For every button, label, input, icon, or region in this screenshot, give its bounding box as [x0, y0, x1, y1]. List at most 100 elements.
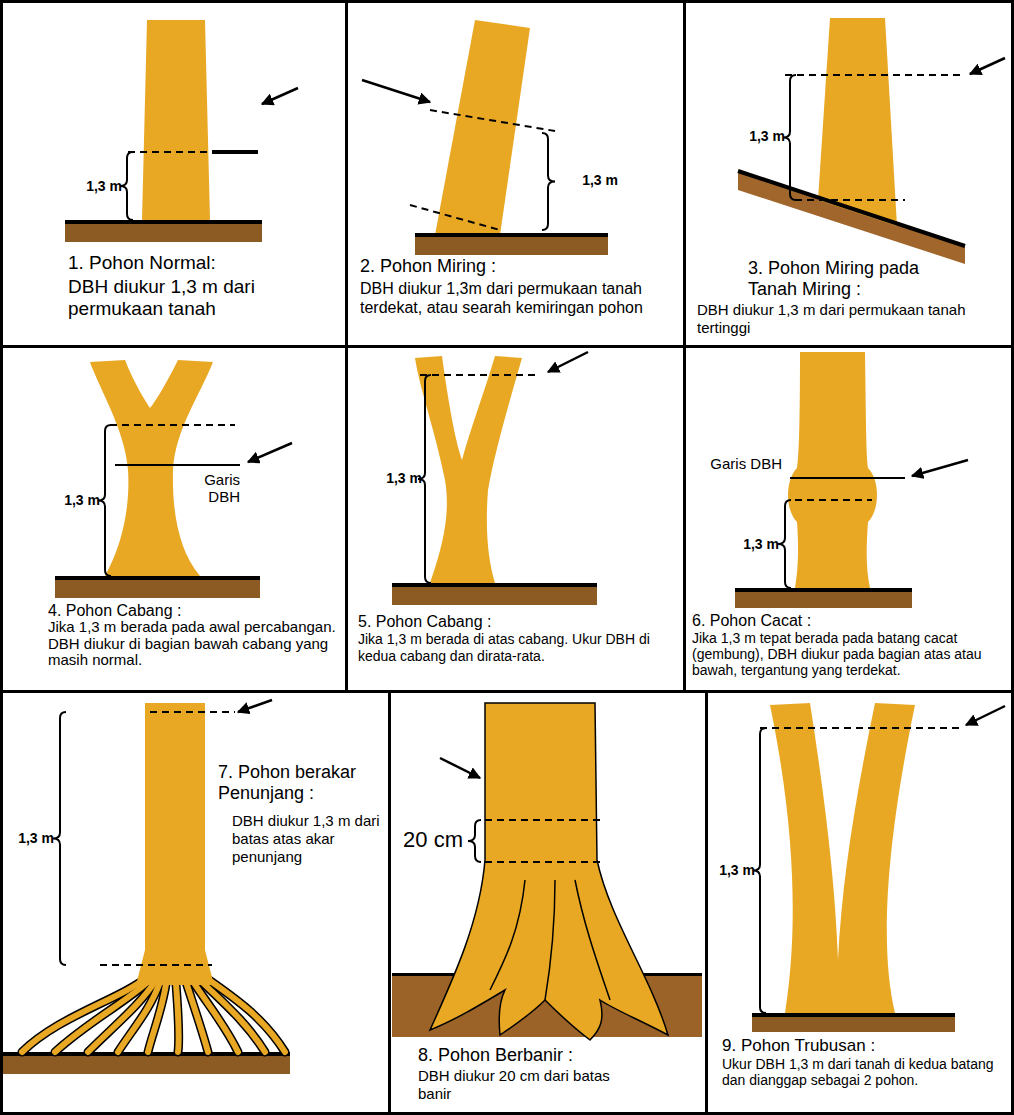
- panel-8-art: [392, 703, 702, 1040]
- dbh-line: [785, 74, 965, 76]
- dbh-line: [485, 819, 600, 821]
- root-top-line: [100, 964, 212, 966]
- ground: [752, 1017, 955, 1032]
- tree-trunk: [435, 20, 530, 235]
- ground-line: [752, 1013, 955, 1017]
- panel-heading: 9. Pohon Trubusan :: [722, 1036, 1007, 1055]
- panel-6-art: [735, 352, 912, 608]
- panel-caption: DBH diukur 1,3 m dari permukaan tanah: [68, 276, 308, 320]
- line-label: Garis DBH: [692, 455, 782, 472]
- line-label: 20 cm: [393, 828, 463, 852]
- dimension-brace: [53, 712, 66, 965]
- pointer-arrow: [440, 758, 480, 778]
- panel-box: 9. Pohon Trubusan :Ukur DBH 1,3 m dari t…: [705, 690, 1014, 1115]
- panel-box: 3. Pohon Miring pada Tanah Miring :DBH d…: [683, 0, 1014, 348]
- panel-heading: 8. Pohon Berbanir :: [418, 1045, 698, 1066]
- pointer-arrow: [362, 80, 430, 102]
- panel-box: 4. Pohon Cabang :Jika 1,3 m berada pada …: [0, 345, 348, 693]
- fork-line: [110, 424, 235, 426]
- ground-line: [65, 220, 262, 224]
- buttress-folds: [490, 880, 610, 1000]
- dimension-label: 1,3 m: [70, 178, 122, 194]
- panel-heading: 5. Pohon Cabang :: [358, 612, 678, 631]
- pointer-marks: [53, 58, 1005, 1013]
- panel-caption: Jika 1,3 m berada pada awal percabangan.…: [48, 619, 338, 669]
- buttress-tree: [430, 703, 668, 1040]
- panel-heading: 6. Pohon Cacat :: [692, 612, 1007, 630]
- coppice-tree: [770, 703, 915, 1013]
- stilt-roots: [22, 975, 285, 1052]
- ground: [55, 580, 260, 598]
- dbh-line: [790, 477, 905, 479]
- buttress-top-line: [485, 861, 600, 863]
- panel-caption: DBH diukur 1,3 m dari permukaan tanah te…: [697, 301, 1007, 337]
- dimension-brace: [778, 500, 791, 588]
- panel-4-art: [55, 360, 260, 598]
- pointer-arrow: [548, 352, 588, 372]
- panel-7-art: [0, 703, 290, 1074]
- pointer-arrow: [262, 88, 298, 104]
- ground-line: [55, 576, 260, 580]
- panel-2-art: [410, 20, 608, 255]
- ground: [415, 237, 608, 255]
- panel-box: 7. Pohon berakar Penunjang :DBH diukur 1…: [0, 690, 391, 1115]
- dimension-label: 1,3 m: [733, 128, 785, 144]
- panel-9-art: [752, 703, 960, 1032]
- dbh-line: [760, 727, 960, 729]
- tree-trunk: [818, 18, 897, 226]
- panel-heading: 1. Pohon Normal:: [68, 252, 338, 274]
- panel-caption: Jika 1,3 m tepat berada pada batang caca…: [692, 630, 1010, 678]
- panel-caption: Ukur DBH 1,3 m dari tanah di kedua batan…: [722, 1056, 1007, 1088]
- dimension-brace: [542, 133, 555, 230]
- dbh-line: [150, 711, 235, 713]
- height-line: [795, 499, 872, 501]
- panel-caption: Jika 1,3 m berada di atas cabang. Ukur D…: [358, 631, 678, 665]
- panel-heading: 4. Pohon Cabang :: [48, 602, 338, 619]
- pointer-arrow: [248, 443, 292, 462]
- base-line: [410, 205, 500, 230]
- line-label: Garis DBH: [190, 471, 240, 505]
- dimension-label: 1,3 m: [44, 492, 100, 508]
- ground-line: [735, 588, 912, 592]
- dimension-brace: [468, 820, 481, 862]
- ground-line: [415, 233, 608, 237]
- pointer-arrow: [966, 706, 1005, 725]
- panel-caption: DBH diukur 1,3m dari permukaan tanah ter…: [360, 279, 678, 317]
- tree-trunk: [142, 20, 210, 220]
- panel-box: 8. Pohon Berbanir :DBH diukur 20 cm dari…: [388, 690, 708, 1115]
- dbh-line: [212, 150, 258, 154]
- panel-box: 6. Pohon Cacat :Jika 1,3 m tepat berada …: [683, 345, 1014, 693]
- panel-caption: DBH diukur 20 cm dari batas banir: [418, 1067, 618, 1103]
- panel-heading: 2. Pohon Miring :: [360, 256, 670, 277]
- panel-5-art: [392, 356, 597, 605]
- panel-box: 1. Pohon Normal:DBH diukur 1,3 m dari pe…: [0, 0, 348, 348]
- dbh-line: [430, 110, 555, 131]
- pointer-arrow: [238, 700, 272, 712]
- dimension-label: 1,3 m: [705, 862, 755, 878]
- panel-1-art: [65, 20, 262, 242]
- dimension-label: 1,3 m: [372, 470, 422, 486]
- dbh-line: [420, 374, 540, 376]
- panel-heading: 7. Pohon berakar Penunjang :: [218, 762, 383, 804]
- pointer-arrow: [912, 460, 968, 476]
- panel-box: 2. Pohon Miring :DBH diukur 1,3m dari pe…: [345, 0, 686, 348]
- ground: [65, 224, 262, 242]
- ground: [735, 592, 912, 608]
- panel-heading: 3. Pohon Miring pada Tanah Miring :: [748, 258, 938, 300]
- ground: [392, 587, 597, 605]
- ground: [0, 1056, 290, 1074]
- forked-tree: [415, 356, 522, 583]
- pointer-arrow: [970, 58, 1005, 74]
- dimension-label: 1,3 m: [4, 830, 54, 846]
- dimension-label: 1,3 m: [558, 172, 618, 188]
- base-line: [795, 199, 905, 201]
- dimension-label: 1,3 m: [727, 536, 779, 552]
- stilt-roots-outline: [22, 975, 285, 1052]
- ground-line: [392, 583, 597, 587]
- ground-line: [738, 171, 965, 246]
- tree-trunk: [136, 703, 214, 985]
